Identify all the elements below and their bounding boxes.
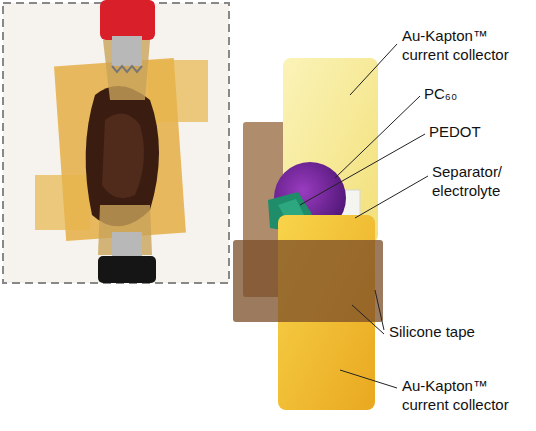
photo-frame [3,3,229,283]
callout-label: PC₆₀ [424,84,504,103]
callout-label: PEDOT [429,122,519,141]
cell-photo [35,0,208,283]
callout-label: Au-Kapton™ current collector [402,26,530,64]
callout-label: Silicone tape [389,322,509,341]
callout-label: Separator/ electrolyte [432,162,530,200]
callout-label: Au-Kapton™ current collector [402,376,530,414]
cell-schematic [233,58,383,410]
